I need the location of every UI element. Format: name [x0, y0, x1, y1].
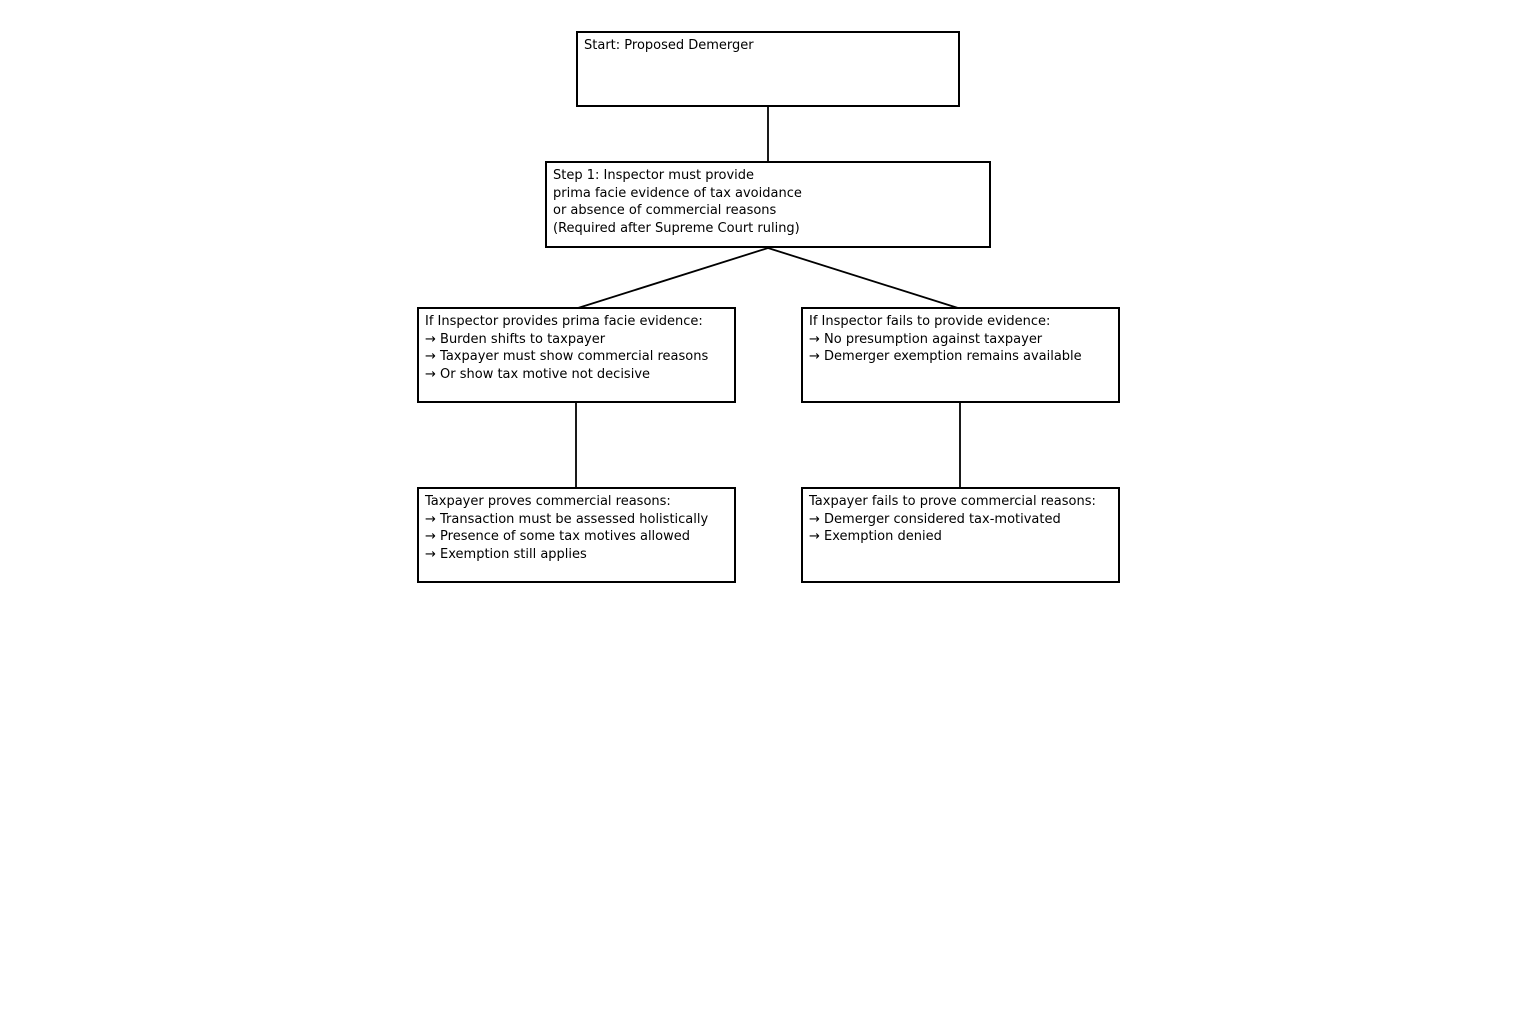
node-branch-right-line: If Inspector fails to provide evidence:: [809, 314, 1051, 329]
node-branch-right-line: → No presumption against taxpayer: [809, 331, 1043, 347]
node-branch-right-line: → Demerger exemption remains available: [809, 349, 1082, 365]
node-branch-left-line: → Burden shifts to taxpayer: [425, 331, 606, 347]
node-outcome-taxpayer-fails: Taxpayer fails to prove commercial reaso…: [801, 487, 1120, 583]
node-outcome-left-line: → Exemption still applies: [425, 546, 587, 562]
node-outcome-right-line: → Exemption denied: [809, 529, 942, 545]
node-branch-left-line: → Or show tax motive not decisive: [425, 366, 651, 382]
node-branch-inspector-fails-evidence: If Inspector fails to provide evidence: …: [801, 307, 1120, 403]
node-step1-line: (Required after Supreme Court ruling): [553, 220, 800, 236]
node-start: Start: Proposed Demerger: [576, 31, 960, 107]
node-step1: Step 1: Inspector must provide prima fac…: [545, 161, 991, 248]
node-outcome-left-line: → Transaction must be assessed holistica…: [425, 511, 709, 527]
connector-step1-to-branch-left: [577, 247, 769, 309]
node-outcome-right-line: Taxpayer fails to prove commercial reaso…: [809, 494, 1096, 509]
node-branch-left-line: → Taxpayer must show commercial reasons: [425, 349, 709, 365]
node-step1-line: or absence of commercial reasons: [553, 203, 777, 219]
node-outcome-left-line: → Presence of some tax motives allowed: [425, 529, 691, 545]
node-step1-line: Step 1: Inspector must provide: [553, 168, 755, 183]
node-branch-inspector-provides-evidence: If Inspector provides prima facie eviden…: [417, 307, 736, 403]
node-step1-line: prima facie evidence of tax avoidance: [553, 185, 802, 201]
node-start-text: Start: Proposed Demerger: [584, 38, 754, 53]
node-outcome-left-line: Taxpayer proves commercial reasons:: [425, 494, 671, 509]
node-branch-left-line: If Inspector provides prima facie eviden…: [425, 314, 703, 329]
node-outcome-right-line: → Demerger considered tax-motivated: [809, 511, 1061, 527]
connector-step1-to-branch-right: [767, 247, 959, 309]
node-outcome-taxpayer-proves: Taxpayer proves commercial reasons: → Tr…: [417, 487, 736, 583]
